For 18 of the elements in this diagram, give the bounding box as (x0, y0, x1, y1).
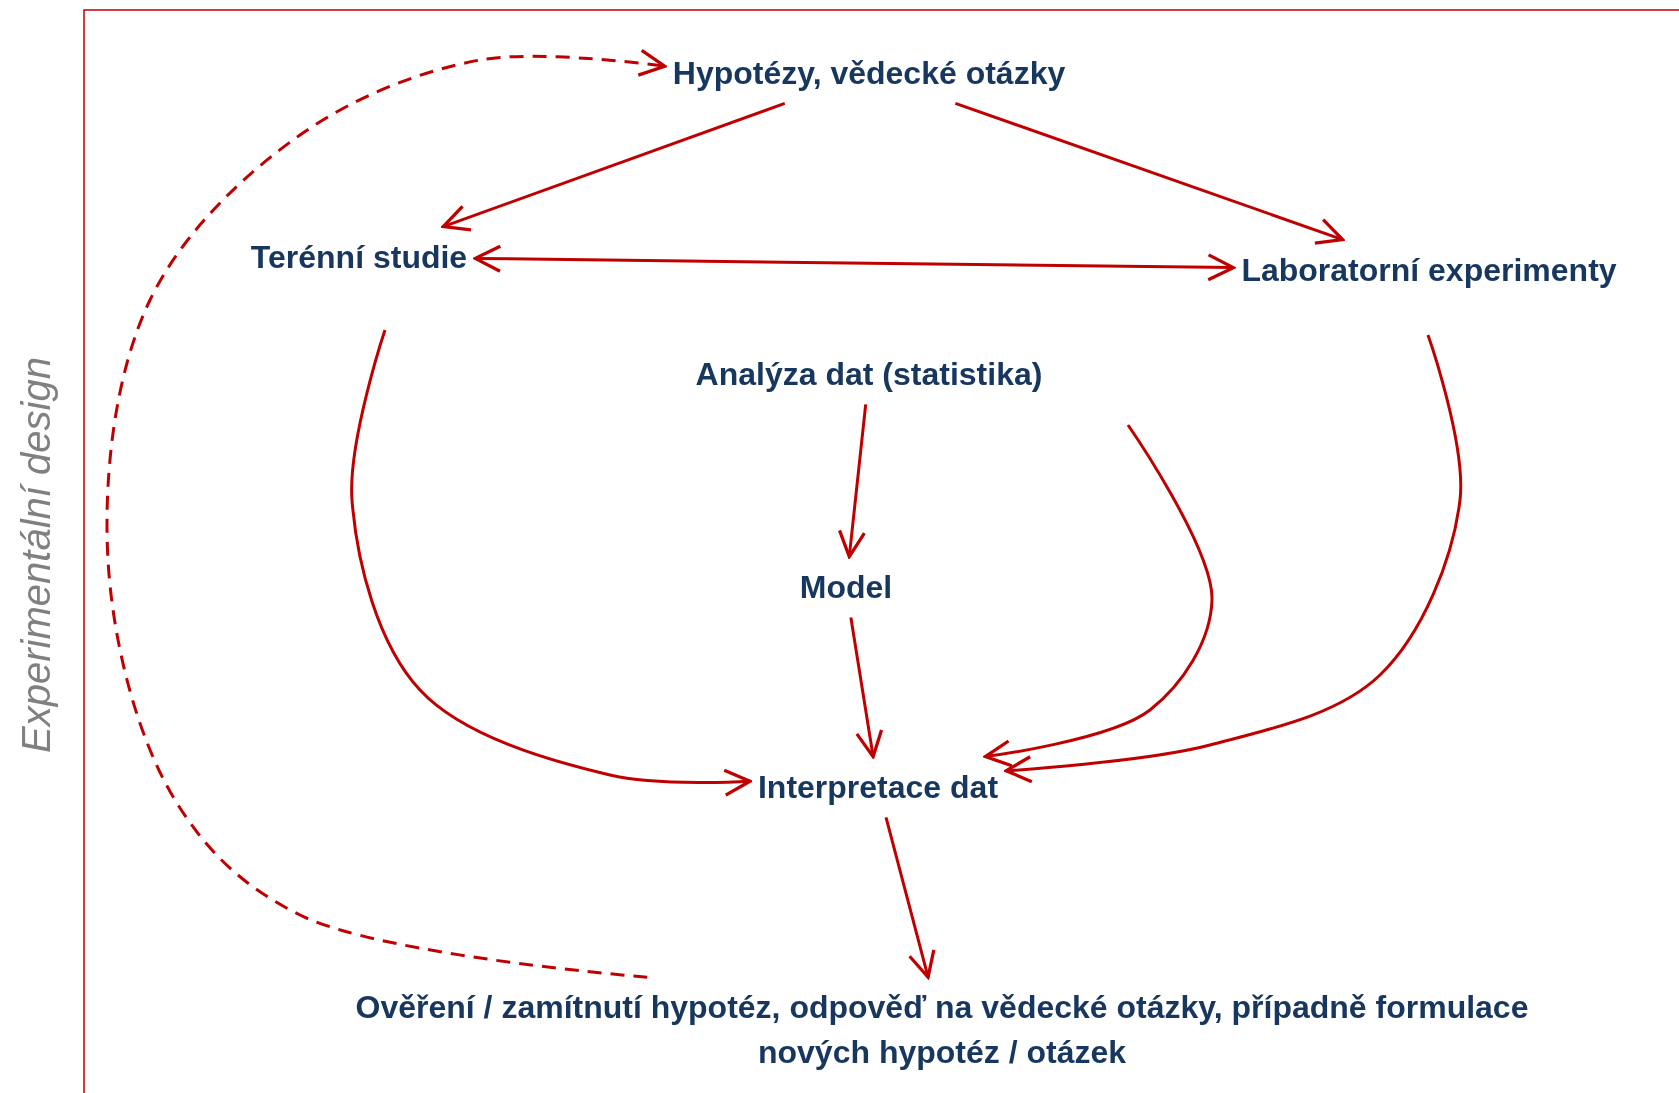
arrow (473, 244, 1235, 282)
axis-label: Experimentální design (13, 357, 59, 753)
node-text: Model (799, 564, 893, 610)
arrow (105, 48, 667, 979)
arrow (350, 329, 752, 797)
arrow (837, 404, 868, 559)
node-text: Interpretace dat (757, 764, 999, 810)
node-text: Analýza dat (statistika) (695, 351, 1043, 397)
arrow (1004, 334, 1463, 784)
arrow (441, 102, 786, 232)
node-text: Ověření / zamítnutí hypotéz, odpověď na vědecké otázky, případně formulace nových hypotéz / otázek (342, 985, 1542, 1075)
arrow (849, 617, 884, 759)
node-text: Terénní studie (250, 234, 468, 280)
arrow (983, 424, 1214, 768)
arrow (954, 102, 1345, 245)
node-text: Laboratorní experimenty (1241, 247, 1617, 293)
arrow (884, 817, 936, 979)
node-text: Hypotézy, vědecké otázky (672, 50, 1066, 96)
